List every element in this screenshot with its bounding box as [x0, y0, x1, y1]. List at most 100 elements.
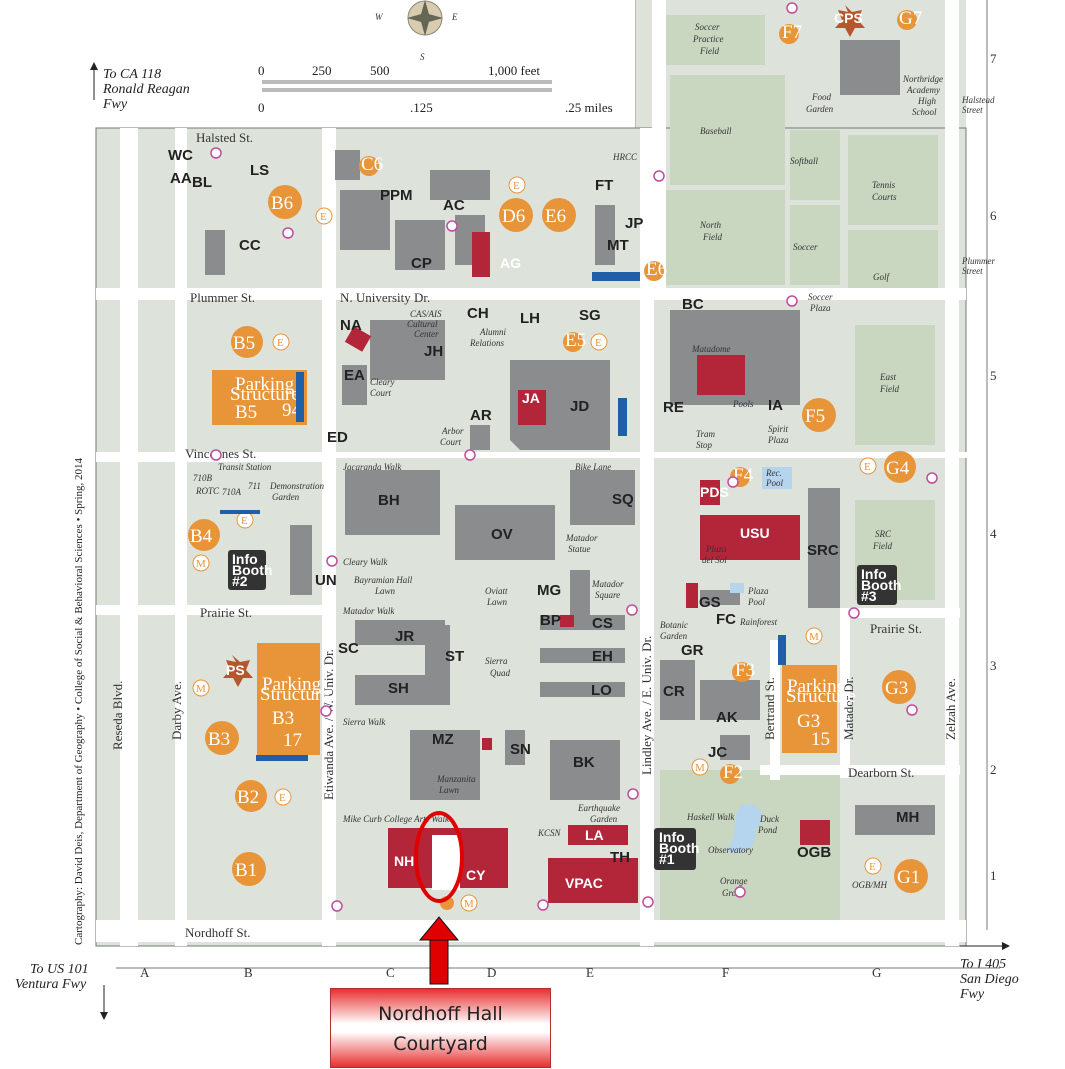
bldg-gr: GR	[681, 642, 704, 659]
place: 711	[248, 481, 261, 491]
place: Garden	[660, 631, 688, 641]
street-n-university: N. University Dr.	[340, 290, 430, 305]
place: Center	[414, 329, 439, 339]
lot-label: F7	[782, 22, 802, 43]
lot-label: B5	[233, 333, 255, 354]
bldg-ps: PS	[226, 662, 245, 678]
place: Quad	[490, 668, 510, 678]
place: Garden	[272, 492, 300, 502]
place: Pool	[765, 478, 783, 488]
lot-label: D6	[502, 206, 525, 227]
place: SRC	[875, 529, 892, 539]
bldg-na: NA	[340, 317, 362, 334]
bldg-mg: MG	[537, 582, 561, 599]
dir-us101: Ventura Fwy	[15, 977, 87, 992]
lot-b5: B5	[231, 326, 263, 358]
place: North	[699, 220, 722, 230]
dir-us101: To US 101	[30, 962, 89, 977]
bldg-ov: OV	[491, 526, 513, 543]
lot-e5: E5	[563, 330, 586, 352]
bldg-cs: CS	[592, 615, 613, 632]
marker-e: E	[869, 861, 876, 873]
scale-tick: .25 miles	[565, 100, 613, 115]
place: Cleary	[370, 377, 395, 387]
structure-title: Parking	[787, 676, 847, 697]
bldg-jd: JD	[570, 398, 589, 415]
place: Softball	[790, 156, 819, 166]
info-booth-text: Info	[861, 566, 887, 582]
bldg-ls: LS	[250, 162, 269, 179]
bldg-bk: BK	[573, 754, 595, 771]
callout-box: Nordhoff Hall Courtyard	[330, 988, 551, 1068]
place: Pond	[757, 825, 777, 835]
place: OGB/MH	[852, 880, 887, 890]
place: Cleary Walk	[343, 557, 388, 567]
lot-label: B3	[208, 729, 230, 750]
dir-i405: San Diego	[960, 972, 1019, 987]
place: Manzanita	[436, 774, 476, 784]
scale-tick: 250	[312, 63, 332, 78]
place: Plaza	[809, 303, 831, 313]
place: Food	[811, 92, 831, 102]
place: Relations	[469, 338, 504, 348]
info-booths: Info Booth #2 Info Booth #3 Info Booth #…	[228, 550, 901, 870]
scale-tick: 0	[258, 100, 265, 115]
place: Statue	[568, 544, 591, 554]
bldg-sq: SQ	[612, 491, 634, 508]
place: Matadome	[691, 344, 731, 354]
lot-b3: B3	[205, 721, 239, 755]
bldg-jc: JC	[708, 744, 727, 761]
right-street: Halstead	[961, 95, 995, 105]
place: Courts	[872, 192, 897, 202]
roads	[96, 0, 976, 946]
info-booth-text: Booth	[659, 840, 699, 856]
street-nordhoff: Nordhoff St.	[185, 925, 250, 940]
lot-label: E6	[646, 259, 667, 280]
place: Matador	[565, 533, 598, 543]
bldg-mz: MZ	[432, 731, 454, 748]
lot-g3: G3	[882, 670, 916, 704]
callout-line2: Courtyard	[393, 1033, 488, 1055]
callout-line1: Nordhoff Hall	[378, 1003, 503, 1025]
info-booth-text: Booth	[232, 562, 272, 578]
bldg-un: UN	[315, 572, 337, 589]
structure-title: Structure	[230, 384, 300, 405]
lot-g1: G1	[894, 859, 928, 893]
grid-col: C	[386, 965, 395, 980]
bldg-mt: MT	[607, 237, 629, 254]
grid-col: G	[872, 965, 881, 980]
e-m-markers: E E E E E E E E M M M M M	[192, 176, 882, 912]
place: Garden	[806, 104, 834, 114]
lot-label: C6	[361, 154, 383, 175]
info-booth-text: Info	[659, 829, 685, 845]
duck-pond	[725, 804, 763, 854]
grid-row: 2	[990, 762, 997, 777]
bldg-sh: SH	[388, 680, 409, 697]
lot-label: F5	[805, 406, 825, 427]
bldg-mh: MH	[896, 809, 919, 826]
place: Botanic	[660, 620, 688, 630]
place: Duck	[759, 814, 780, 824]
star-buildings: CPS PS	[223, 5, 865, 687]
bldg-cc: CC	[239, 237, 261, 254]
place: Spirit	[768, 424, 789, 434]
place: Court	[370, 388, 392, 398]
bldg-eh: EH	[592, 648, 613, 665]
street-matador-dr: Matador Dr.	[841, 676, 856, 740]
bldg-fc: FC	[716, 611, 736, 628]
place-labels: Soccer Practice Field Baseball Softball …	[193, 22, 943, 898]
place: School	[912, 107, 937, 117]
place: Practice	[692, 34, 724, 44]
place: 710B	[193, 473, 213, 483]
place: Field	[699, 46, 719, 56]
bldg-ea: EA	[344, 367, 365, 384]
place: Tennis	[872, 180, 896, 190]
lot-b6: B6	[268, 185, 302, 219]
street-dearborn: Dearborn St.	[848, 765, 914, 780]
street-plummer: Plummer St.	[190, 290, 255, 305]
grid-row: 3	[990, 658, 997, 673]
lot-g7: G7	[897, 8, 922, 30]
structure-title: Parking	[235, 374, 295, 395]
street-lindley: Lindley Ave. / E. Univ. Dr.	[639, 636, 654, 775]
place: Cultural	[407, 319, 438, 329]
